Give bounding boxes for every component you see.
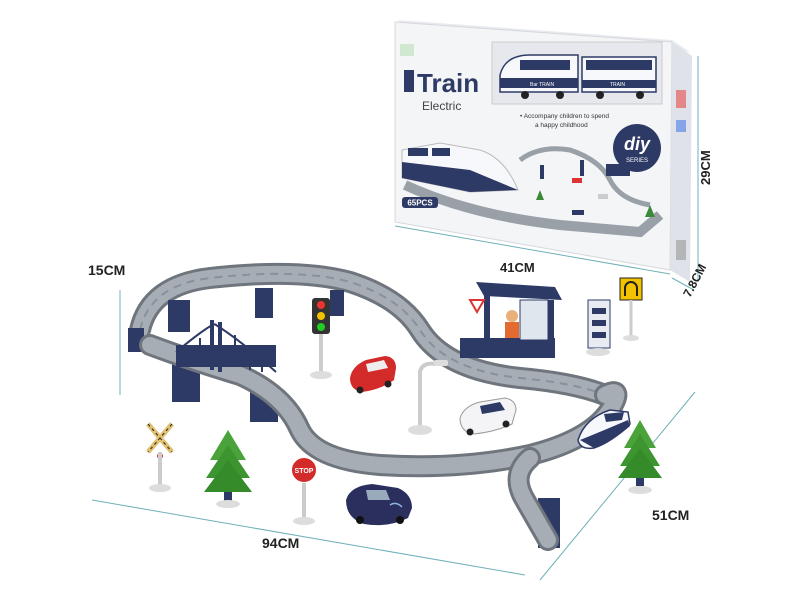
product-box: Train Electric Bar TRAIN TRAIN • Accompa… xyxy=(394,20,692,282)
elevated-track xyxy=(129,262,616,406)
traffic-light xyxy=(310,298,332,379)
badge-diy-text: diy xyxy=(624,134,651,154)
navy-truck xyxy=(346,484,412,526)
box-title: Train xyxy=(417,68,479,98)
railroad-crossing-sign xyxy=(146,422,174,492)
set-height-label: 15CM xyxy=(88,262,125,278)
box-train-image: Bar TRAIN TRAIN xyxy=(491,41,663,105)
street-lamp xyxy=(408,360,448,435)
bullet-train xyxy=(577,409,631,450)
white-car xyxy=(459,397,517,436)
set-dimension-lines xyxy=(91,290,696,581)
box-height-label: 29CM xyxy=(698,150,713,185)
pine-tree-left xyxy=(204,430,252,508)
box-dimension-lines xyxy=(394,56,699,291)
box-width-label: 41CM xyxy=(500,260,535,275)
pieces-badge: 65PCS xyxy=(402,197,438,208)
tunnel-sign xyxy=(619,277,643,341)
suspension-bridge xyxy=(175,320,277,373)
passenger-figure xyxy=(506,310,518,322)
box-tagline-2: a happy childhood xyxy=(535,122,588,129)
box-bullet-train xyxy=(401,142,519,193)
box-subtitle: Electric xyxy=(422,99,461,113)
info-sign xyxy=(586,299,611,356)
train-station xyxy=(460,282,562,358)
red-car xyxy=(350,356,396,394)
stop-sign: STOP xyxy=(290,456,318,525)
set-depth-label: 51CM xyxy=(652,507,689,523)
brand-logo xyxy=(400,44,414,56)
box-train-label-2: TRAIN xyxy=(610,82,625,88)
pine-tree-right xyxy=(618,420,662,494)
set-length-label: 94CM xyxy=(262,535,299,551)
box-tagline-1: • Accompany children to spend xyxy=(520,113,609,120)
stop-sign-text: STOP xyxy=(295,468,314,475)
badge-series-text: SERIES xyxy=(626,158,648,164)
pieces-text: 65PCS xyxy=(407,199,433,208)
diy-series-badge: diy SERIES xyxy=(613,124,661,172)
box-train-label-1: Bar TRAIN xyxy=(530,82,554,88)
